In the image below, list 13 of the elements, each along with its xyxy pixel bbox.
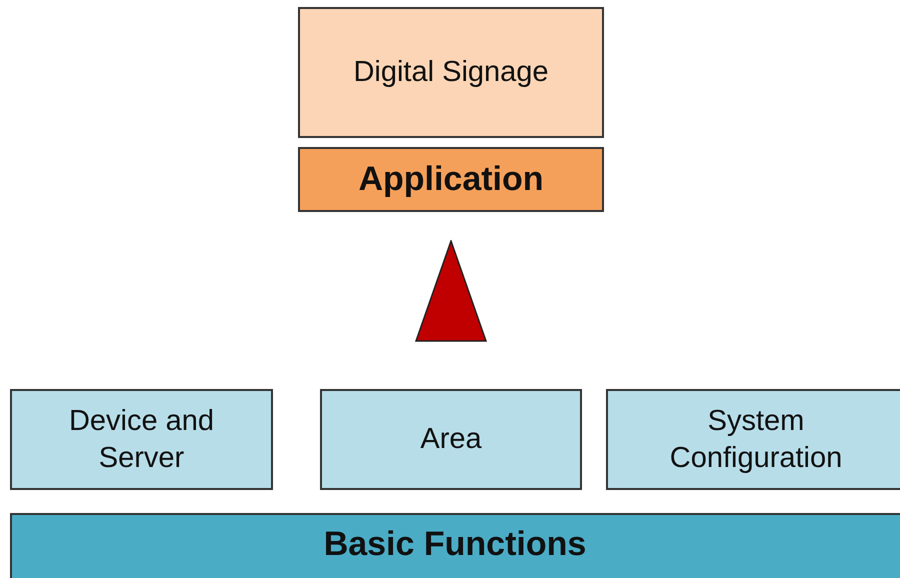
module-box — [320, 389, 582, 490]
box-label: Area — [420, 422, 482, 458]
box-label: Basic Functions — [324, 524, 586, 565]
triangle-shape — [415, 240, 487, 342]
box-label: Application — [358, 159, 544, 200]
box-label: System Configuration — [668, 404, 844, 476]
module-box — [10, 389, 273, 490]
module-box — [298, 7, 604, 138]
module-box — [606, 389, 900, 490]
box-label: Digital Signage — [353, 55, 549, 90]
box-label: Device and Server — [68, 404, 216, 476]
layer-bar — [298, 147, 604, 212]
layer-bar — [10, 513, 900, 578]
